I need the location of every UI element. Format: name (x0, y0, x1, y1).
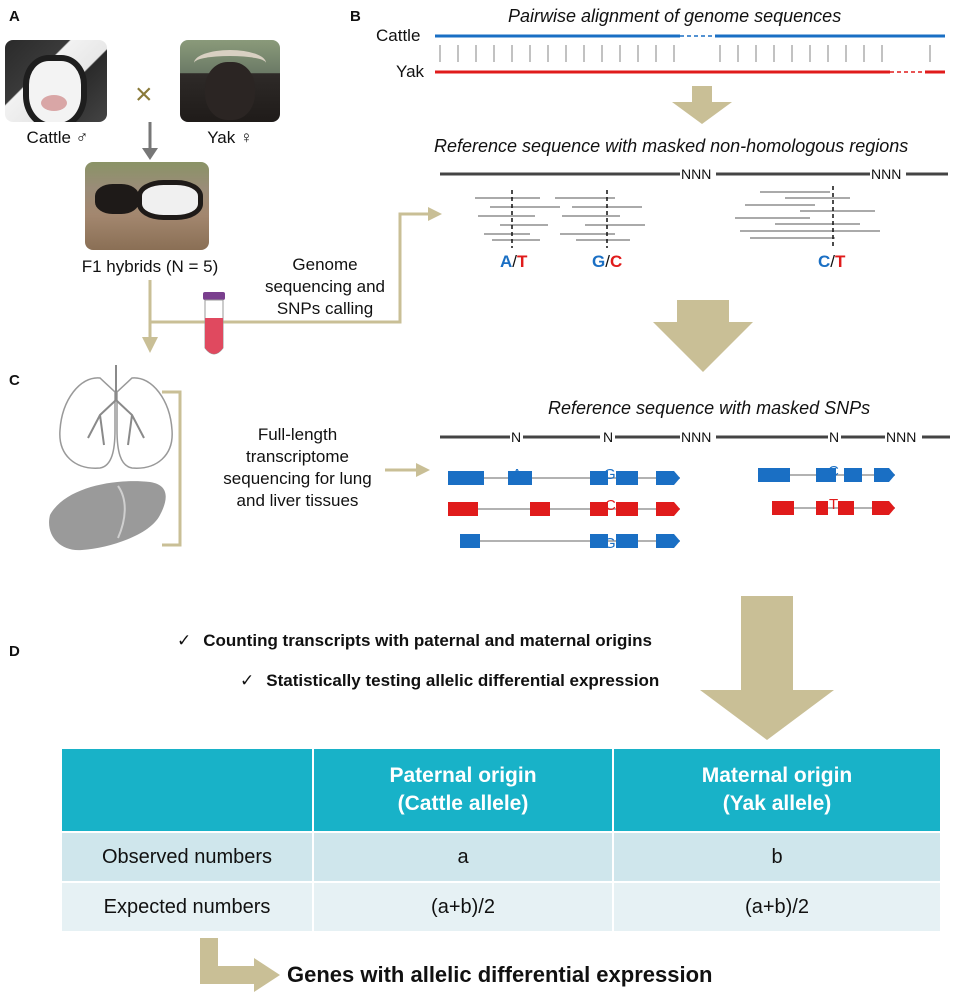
tan-arrowhead-c (416, 463, 430, 477)
nnn-label-1: NNN (681, 166, 712, 182)
snp1-yak: T (517, 252, 528, 271)
transcript-4 (758, 468, 895, 482)
header-maternal: Maternal origin (Yak allele) (612, 747, 942, 833)
snp-label-2: G/C (592, 252, 622, 272)
transcript-1 (448, 471, 680, 485)
check-icon: ✓ (240, 671, 255, 690)
transcript-5 (772, 501, 895, 515)
tan-flow-arrows (148, 212, 430, 340)
snp3-yak: T (835, 252, 846, 271)
snp3-slash: / (830, 252, 836, 271)
cattle-label: Cattle ♂ (26, 128, 89, 147)
result-label: Genes with allelic differential expressi… (287, 962, 713, 987)
lung-icon (59, 365, 173, 469)
nnn-label-4: NNN (886, 429, 917, 445)
gray-down-arrow (142, 122, 158, 160)
table-header-row: Paternal origin (Cattle allele) Maternal… (60, 747, 942, 833)
masked-regions-title: Reference sequence with masked non-homol… (434, 136, 909, 156)
header-maternal-sub: (Yak allele) (722, 792, 832, 815)
f1-hybrids-photo (85, 162, 209, 250)
big-down-arrow-1 (672, 86, 732, 124)
transcript-4-base: C (828, 463, 839, 480)
transcript-1-base-2: G (604, 466, 616, 483)
sequencing-line-2: sequencing and (264, 277, 386, 296)
sequencing-line-3: SNPs calling (276, 299, 374, 318)
table-row: Expected numbers (a+b)/2 (a+b)/2 (60, 881, 942, 933)
big-down-arrow-2 (653, 300, 753, 372)
yak-photo (180, 40, 280, 122)
transcript-2-base: C (605, 497, 616, 514)
yak-label: Yak ♀ (207, 128, 253, 147)
snp-label-3: C/T (818, 252, 845, 272)
check-1-text: Counting transcripts with paternal and m… (203, 631, 652, 650)
sequencing-label: Genome sequencing and SNPs calling (250, 254, 400, 320)
cattle-photo (5, 40, 107, 122)
panel-label-d: D (9, 643, 20, 660)
header-paternal: Paternal origin (Cattle allele) (312, 747, 614, 833)
transcriptome-line-4: and liver tissues (236, 491, 359, 510)
reads-cluster-2 (555, 197, 645, 241)
row-label-observed: Observed numbers (60, 831, 314, 883)
blood-tube-icon (203, 292, 225, 355)
nnn-label-2: NNN (871, 166, 902, 182)
result-arrow (200, 938, 280, 992)
cross-symbol: × (135, 78, 153, 111)
yak-row-label: Yak (396, 62, 425, 81)
alignment-graphic (435, 34, 945, 74)
snp2-cattle: G (592, 252, 606, 271)
check-2-text: Statistically testing allelic differenti… (266, 671, 660, 690)
transcript-1-base-1: A (512, 466, 523, 483)
sequencing-line-1: Genome (292, 255, 358, 274)
transcript-5-base: T (829, 496, 839, 513)
row-label-expected: Expected numbers (60, 881, 314, 933)
bracket (162, 390, 182, 547)
panel-label-c: C (9, 372, 20, 389)
table-row: Observed numbers a b (60, 831, 942, 883)
panel-label-b: B (350, 8, 361, 25)
observed-paternal: a (312, 831, 614, 883)
nnn-label-3: NNN (681, 429, 712, 445)
header-maternal-title: Maternal origin (701, 764, 853, 787)
n-label-3: N (829, 429, 840, 445)
masked-snps-title: Reference sequence with masked SNPs (548, 398, 871, 418)
snp3-cattle: C (818, 252, 831, 271)
snp-label-1: A/T (500, 252, 527, 272)
tan-arrowhead-right (428, 207, 442, 221)
check-item-2: ✓ Statistically testing allelic different… (240, 671, 659, 691)
n-label-1: N (511, 429, 522, 445)
transcript-3-base: G (604, 535, 616, 552)
reads-cluster-3 (735, 191, 880, 239)
transcriptome-label: Full-length transcriptome sequencing for… (210, 424, 385, 512)
cattle-row-label: Cattle (376, 26, 421, 45)
expected-paternal: (a+b)/2 (312, 881, 614, 933)
transcriptome-line-1: Full-length (257, 425, 338, 444)
snp2-yak: C (609, 252, 623, 271)
header-paternal-sub: (Cattle allele) (397, 792, 529, 815)
panel-label-a: A (9, 8, 20, 25)
expected-maternal: (a+b)/2 (612, 881, 942, 933)
snp1-cattle: A (500, 252, 513, 271)
transcript-2 (448, 502, 680, 516)
f1-label: F1 hybrids (N = 5) (81, 257, 219, 276)
transcriptome-line-2: transcriptome (246, 447, 349, 466)
header-paternal-title: Paternal origin (389, 764, 537, 787)
big-down-arrow-3 (700, 596, 834, 740)
observed-maternal: b (612, 831, 942, 883)
snp1-slash: / (512, 252, 518, 271)
check-item-1: ✓ Counting transcripts with paternal and … (177, 631, 652, 651)
liver-icon (49, 481, 166, 551)
snp2-slash: / (605, 252, 610, 271)
tan-arrowhead-down (142, 337, 158, 353)
allelic-expression-table: Paternal origin (Cattle allele) Maternal… (60, 747, 942, 933)
check-icon: ✓ (177, 631, 192, 650)
transcriptome-line-3: sequencing for lung (223, 469, 372, 488)
transcript-3 (460, 534, 680, 548)
reads-cluster-1 (475, 197, 560, 241)
header-empty-cell (60, 747, 314, 833)
n-label-2: N (603, 429, 614, 445)
alignment-title: Pairwise alignment of genome sequences (508, 6, 842, 26)
